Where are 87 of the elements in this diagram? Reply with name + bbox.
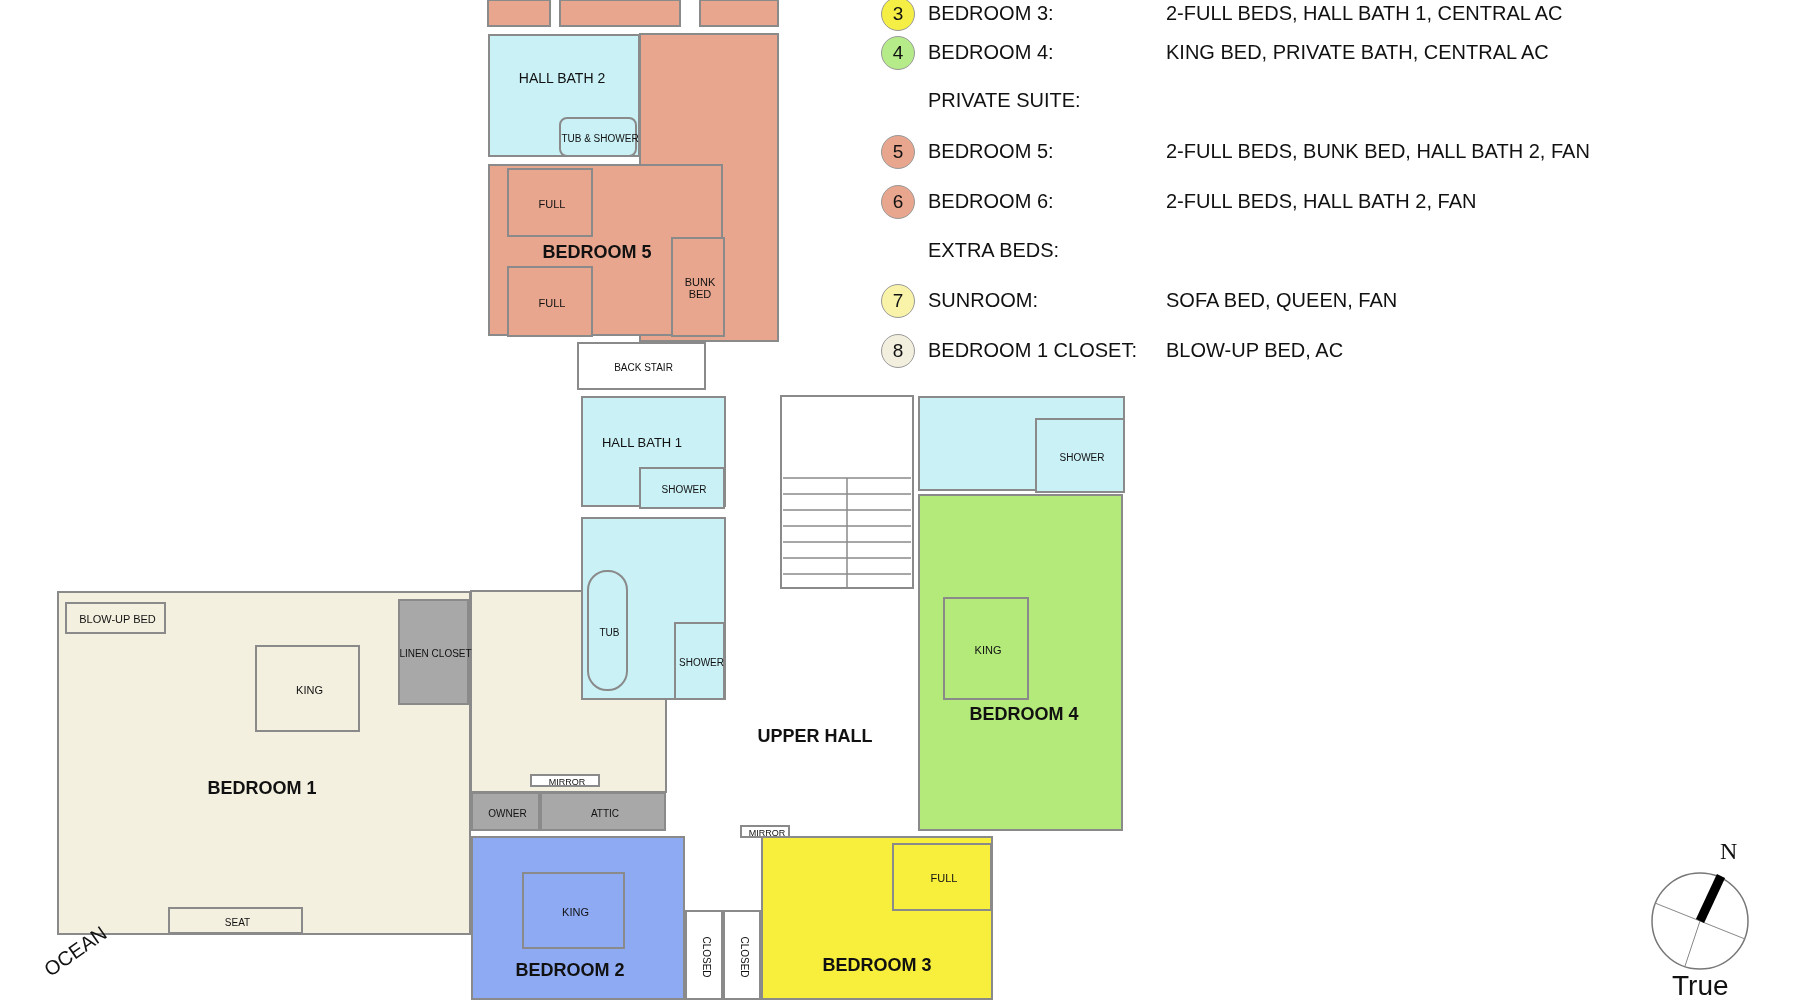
closet	[723, 910, 761, 1000]
badge-number: 4	[892, 43, 904, 63]
number-badge	[881, 284, 915, 318]
bed-description: SOFA BED, QUEEN, FAN	[1166, 289, 1398, 312]
badge-number: 5	[892, 142, 904, 162]
number-badge	[881, 0, 915, 31]
mirror	[530, 774, 600, 787]
fixture-label: SHOWER	[1059, 452, 1105, 463]
room-name: BEDROOM 6:	[928, 190, 1054, 213]
mirror-label: MIRROR	[548, 777, 586, 788]
stair-label: BACK STAIR	[614, 362, 673, 374]
number-badge	[881, 135, 915, 169]
bed-description: 2-FULL BEDS, HALL BATH 1, CENTRAL AC	[1166, 2, 1563, 25]
bed	[255, 645, 360, 732]
number-badge	[881, 185, 915, 219]
room-name: BEDROOM 5:	[928, 140, 1054, 163]
badge-number: 6	[892, 192, 904, 212]
number-badge	[881, 334, 915, 368]
bed-label: FULL	[538, 297, 566, 310]
badge-number: 3	[892, 4, 904, 24]
room-label: UPPER HALL	[757, 726, 873, 746]
compass-north-label: N	[1720, 838, 1738, 865]
bed	[65, 602, 166, 634]
bathroom-area	[488, 34, 640, 157]
room-label: HALL BATH 2	[518, 70, 606, 86]
shower-stall	[1035, 418, 1125, 493]
room-name: BEDROOM 4:	[928, 41, 1054, 64]
closet-label: CLOSED	[700, 936, 712, 978]
section-heading: EXTRA BEDS:	[928, 239, 1060, 262]
bed-label: FULL	[538, 198, 566, 211]
bed	[671, 237, 725, 337]
room-label: BEDROOM 2	[515, 960, 625, 980]
shower-stall	[639, 467, 725, 509]
bed	[943, 597, 1029, 700]
bed-label: KING	[974, 644, 1002, 657]
room-label: HALL BATH 1	[601, 436, 683, 450]
bed-label: KING	[562, 906, 589, 919]
fixture-label: SHOWER	[679, 657, 724, 669]
bed	[892, 843, 992, 911]
fixture-label: TUB & SHOWER	[561, 133, 639, 145]
bed	[507, 168, 593, 237]
bed-description: BLOW-UP BED, AC	[1166, 339, 1344, 362]
room-label: BEDROOM 4	[969, 704, 1079, 724]
bed-description: 2-FULL BEDS, BUNK BED, HALL BATH 2, FAN	[1166, 140, 1590, 163]
bathtub	[559, 117, 637, 157]
bed	[522, 872, 625, 949]
badge-number: 8	[892, 341, 904, 361]
room-name: SUNROOM:	[928, 289, 1038, 312]
closet-label: LINEN CLOSET	[399, 648, 472, 660]
fixture-label: TUB	[598, 627, 621, 638]
window-seat	[168, 907, 303, 934]
bed-description: KING BED, PRIVATE BATH, CENTRAL AC	[1166, 41, 1549, 64]
room-label: BEDROOM 3	[822, 955, 932, 975]
closet-label: OWNER	[487, 808, 528, 819]
number-badge	[881, 36, 915, 70]
room-label: BEDROOM 1	[207, 778, 317, 798]
bed-description: 2-FULL BEDS, HALL BATH 2, FAN	[1166, 190, 1477, 213]
fixture-label: SHOWER	[661, 484, 707, 496]
closet	[471, 792, 540, 831]
bed-label: BLOW-UP BED	[79, 614, 156, 626]
bathroom-area	[918, 396, 1125, 491]
seat-label: SEAT	[224, 917, 251, 928]
bed-label: KING	[296, 684, 323, 697]
bedroom-area	[761, 836, 993, 1000]
bathroom-area	[581, 396, 726, 507]
bedroom-area	[918, 494, 1123, 831]
mirror-label: MIRROR	[747, 828, 787, 839]
bed-label: BUNK BED	[683, 277, 717, 301]
bedroom-area	[471, 836, 685, 1000]
closet	[540, 792, 666, 831]
staircase	[577, 342, 706, 390]
mirror	[740, 825, 790, 838]
room-name: BEDROOM 3:	[928, 2, 1054, 25]
badge-number: 7	[892, 291, 904, 311]
section-heading: PRIVATE SUITE:	[928, 89, 1081, 112]
shower-stall	[674, 622, 725, 700]
closet-label: CLOSED	[738, 936, 750, 978]
room-name: BEDROOM 1 CLOSET:	[928, 339, 1137, 362]
room-label: BEDROOM 5	[542, 242, 652, 262]
compass-true-label: True	[1672, 970, 1729, 1000]
bathtub	[587, 570, 628, 691]
closet	[685, 910, 723, 1000]
bedroom-area	[488, 164, 723, 336]
bed	[507, 266, 593, 337]
closet-label: ATTIC	[590, 808, 620, 819]
bed-label: FULL	[930, 873, 958, 885]
bathroom-area	[581, 517, 726, 700]
